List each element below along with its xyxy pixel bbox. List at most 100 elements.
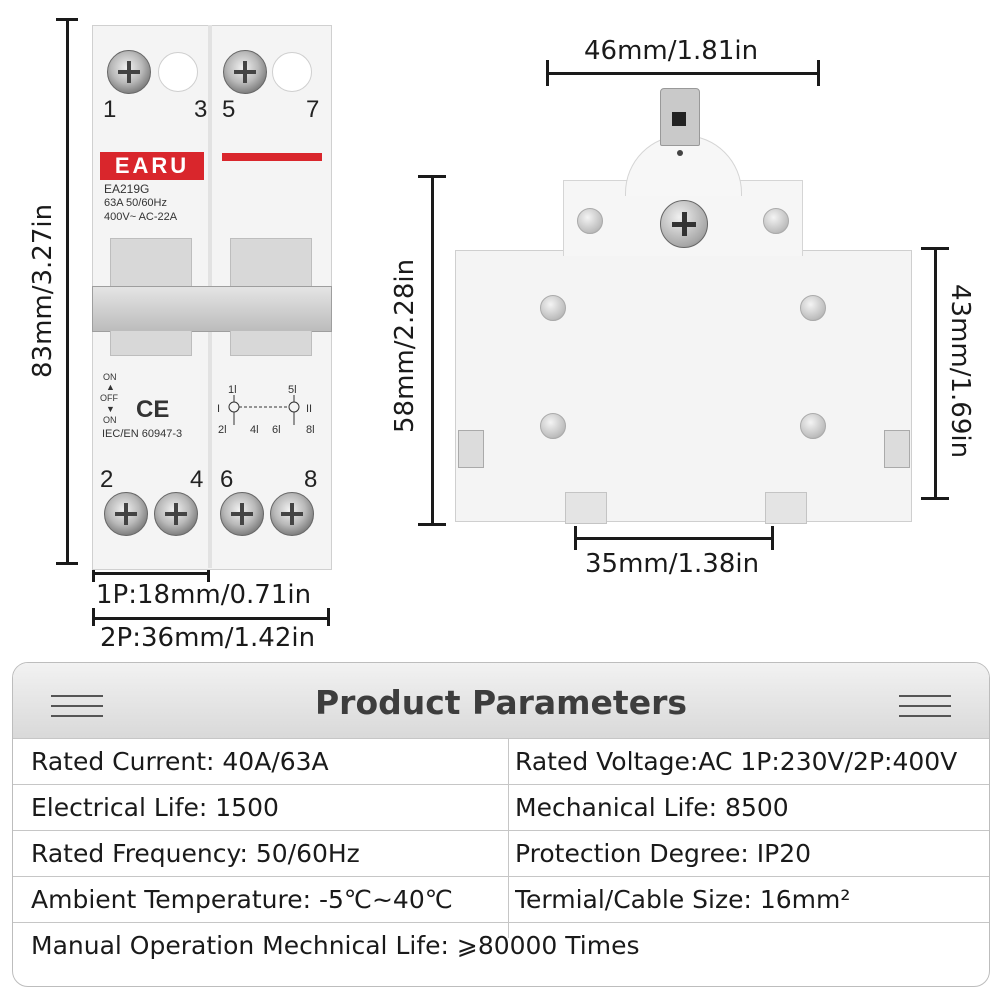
rivet-icon xyxy=(577,208,603,234)
diagram-bottom-2: 2l xyxy=(218,424,227,436)
param-ambient-temperature: Ambient Temperature: -5℃~40℃ xyxy=(31,885,453,914)
width-1p-tick-left xyxy=(92,564,95,582)
front-height-tick-bottom xyxy=(56,562,78,565)
rail-width-tick-left xyxy=(574,526,577,550)
ce-mark: CE xyxy=(136,396,170,423)
width-1p-label: 1P:18mm/0.71in xyxy=(96,580,312,610)
width-2p-label: 2P:36mm/1.42in xyxy=(100,623,316,653)
terminal-screw-icon xyxy=(154,492,198,536)
body-height-dimension-line xyxy=(934,247,937,499)
param-rated-voltage: Rated Voltage:AC 1P:230V/2P:400V xyxy=(515,747,958,776)
diagram-label-5: 5l xyxy=(288,384,297,396)
width-2p-tick-left xyxy=(92,608,95,626)
terminal-screw-icon xyxy=(104,492,148,536)
brand-logo: EARU xyxy=(100,152,204,180)
product-parameters-panel: Product Parameters Rated Current: 40A/63… xyxy=(12,662,990,987)
diagram-position-1: I xyxy=(217,403,221,415)
panel-title: Product Parameters xyxy=(314,683,688,722)
rivet-icon xyxy=(763,208,789,234)
side-height-tick-top xyxy=(418,175,446,178)
rivet-icon xyxy=(800,413,826,439)
terminal-screw-icon xyxy=(223,50,267,94)
width-2p-dimension-line xyxy=(92,617,329,620)
rail-width-tick-right xyxy=(771,526,774,550)
rail-width-dimension-line xyxy=(575,537,773,540)
terminal-screw-icon xyxy=(220,492,264,536)
param-manual-operation-life: Manual Operation Mechnical Life: ⩾80000 … xyxy=(31,931,640,960)
top-width-tick-right xyxy=(817,60,820,86)
diagram-bottom-4: 4l xyxy=(250,424,259,436)
terminal-screw-icon xyxy=(107,50,151,94)
terminal-number-4: 4 xyxy=(190,466,204,493)
rivet-icon xyxy=(540,413,566,439)
terminal-number-3: 3 xyxy=(194,96,208,123)
toggle-slot xyxy=(672,112,686,126)
side-view-body xyxy=(455,250,912,522)
state-on-bottom: ON xyxy=(103,415,117,425)
terminal-number-7: 7 xyxy=(306,96,320,123)
terminal-number-6: 6 xyxy=(220,466,234,493)
top-width-tick-left xyxy=(546,60,549,86)
arrow-down-icon: ▼ xyxy=(106,404,115,414)
left-handle-window-bottom xyxy=(110,330,192,356)
rivet-icon xyxy=(800,295,826,321)
rail-width-label: 35mm/1.38in xyxy=(585,549,760,579)
width-1p-dimension-line xyxy=(92,572,208,575)
side-height-dimension-line xyxy=(431,175,434,525)
right-handle-window-bottom xyxy=(230,330,312,356)
rating-label: 63A 50/60Hz xyxy=(104,197,167,209)
side-height-label: 58mm/2.28in xyxy=(390,258,420,433)
side-slot-right xyxy=(884,430,910,468)
front-height-tick-top xyxy=(56,18,78,21)
diagram-position-2: II xyxy=(306,403,313,415)
toggle-dot xyxy=(677,150,683,156)
top-width-dimension-line xyxy=(547,72,819,75)
terminal-screw-icon xyxy=(270,492,314,536)
state-on-top: ON xyxy=(103,372,117,382)
body-height-tick-bottom xyxy=(921,497,949,500)
diagram-bottom-8: 8l xyxy=(306,424,315,436)
terminal-hole xyxy=(158,52,198,92)
left-handle-window-top xyxy=(110,238,192,290)
terminal-hole xyxy=(272,52,312,92)
terminal-number-1: 1 xyxy=(103,96,117,123)
side-height-tick-bottom xyxy=(418,523,446,526)
switch-diagram xyxy=(228,395,300,425)
body-height-label: 43mm/1.69in xyxy=(945,284,975,459)
table-row: Electrical Life: 1500 Mechanical Life: 8… xyxy=(13,784,989,831)
param-protection-degree: Protection Degree: IP20 xyxy=(515,839,812,868)
voltage-label: 400V~ AC-22A xyxy=(104,211,178,223)
diagram-bottom-6: 6l xyxy=(272,424,281,436)
terminal-number-8: 8 xyxy=(304,466,318,493)
diagram-label-1: 1l xyxy=(228,384,237,396)
right-handle-window-top xyxy=(230,238,312,290)
param-cable-size: Termial/Cable Size: 16mm² xyxy=(515,885,851,914)
side-slot-left xyxy=(458,430,484,468)
body-height-tick-top xyxy=(921,247,949,250)
param-electrical-life: Electrical Life: 1500 xyxy=(31,793,279,822)
width-2p-tick-right xyxy=(327,608,330,626)
front-height-dimension-line xyxy=(66,18,69,564)
front-height-label: 83mm/3.27in xyxy=(28,203,58,378)
side-screw-icon xyxy=(660,200,708,248)
top-width-label: 46mm/1.81in xyxy=(584,36,759,66)
standard-label: IEC/EN 60947-3 xyxy=(102,428,183,440)
state-off: OFF xyxy=(100,393,118,403)
table-row: Ambient Temperature: -5℃~40℃ Termial/Cab… xyxy=(13,876,989,923)
column-divider xyxy=(508,738,509,938)
table-row: Rated Frequency: 50/60Hz Protection Degr… xyxy=(13,830,989,877)
panel-header xyxy=(13,663,989,738)
menu-lines-icon xyxy=(899,695,951,717)
rivet-icon xyxy=(540,295,566,321)
width-1p-tick-right xyxy=(207,564,210,582)
terminal-number-5: 5 xyxy=(222,96,236,123)
param-rated-current: Rated Current: 40A/63A xyxy=(31,747,329,776)
param-mechanical-life: Mechanical Life: 8500 xyxy=(515,793,789,822)
arrow-up-icon: ▲ xyxy=(106,382,115,392)
din-rail-clip-right xyxy=(765,492,807,524)
table-row: Rated Current: 40A/63A Rated Voltage:AC … xyxy=(13,738,989,785)
din-rail-clip-left xyxy=(565,492,607,524)
red-accent-bar xyxy=(222,153,322,161)
menu-lines-icon xyxy=(51,695,103,717)
param-rated-frequency: Rated Frequency: 50/60Hz xyxy=(31,839,360,868)
